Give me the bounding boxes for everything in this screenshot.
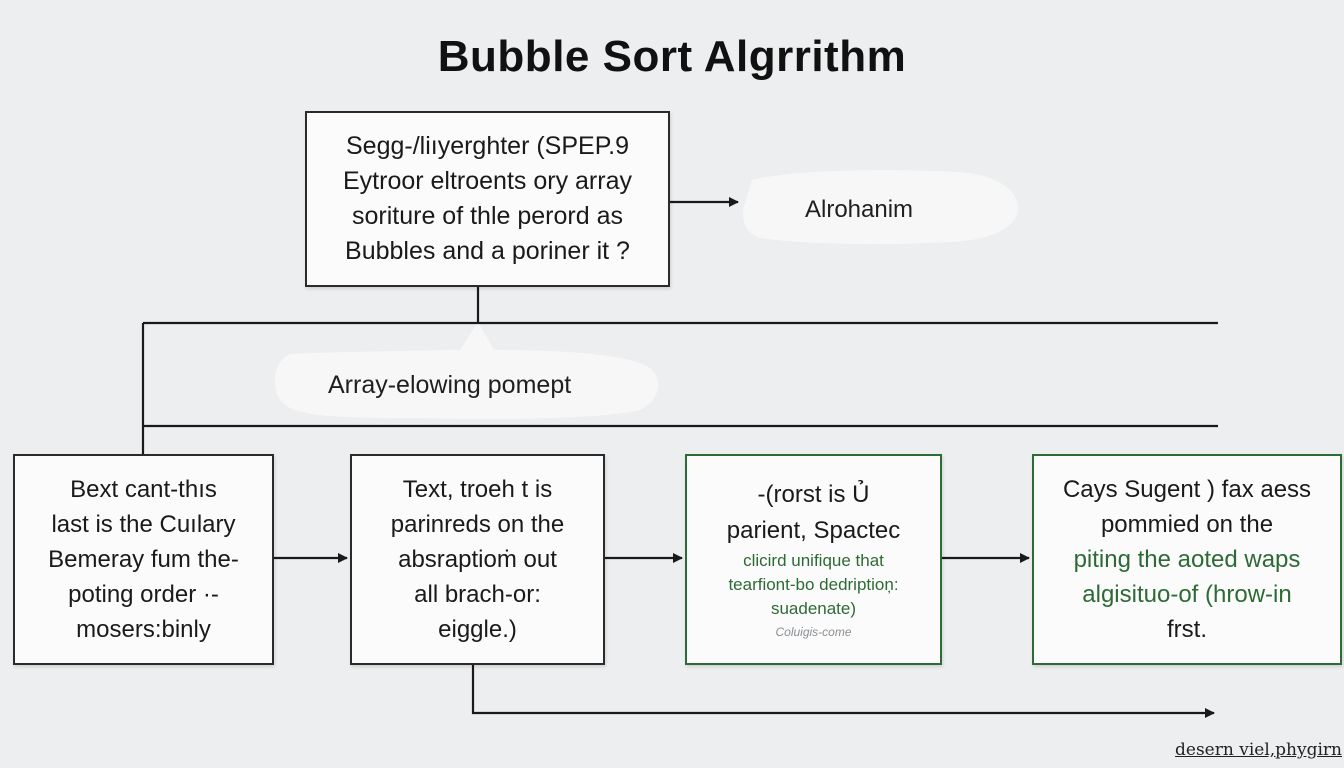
step-box-2-line: parinreds on the [390, 511, 565, 538]
step-box-4-line: frst. [1167, 616, 1207, 643]
step-box-3-note: suadenate) [770, 598, 857, 618]
cloud-shape-right [742, 170, 1018, 245]
step-box-4-line: Cays Sugent ) fax aess [1062, 476, 1312, 503]
step-box-3-note: tearfiont-bo dedriptioņ: [728, 574, 899, 594]
arrow-bottom-path [471, 665, 1215, 718]
step-box-3-line: parient, Spactec [726, 516, 901, 544]
step-box-1-line: Bemeray fum the- [48, 546, 239, 573]
step-box-3-line: -(rorst is Ủ [757, 480, 870, 508]
step-box-4-line: piting the aoted waps [1073, 546, 1301, 573]
cloud-middle-label: Array-elowing pomept [328, 371, 572, 399]
top-box-line: Bubbles and a poriner it ? [345, 237, 630, 265]
step-box-4: Cays Sugent ) fax aess pommied on the pi… [1032, 454, 1342, 665]
step-box-4-line: pommied on the [1100, 511, 1274, 538]
cloud-right-label: Alrohanim [805, 196, 914, 223]
step-box-2-line: absraptioṁ out [398, 546, 557, 573]
step-box-2-line: eiggle.) [438, 616, 517, 643]
step-box-1: Bext cant-thıs last is the Cuılary Bemer… [13, 454, 274, 665]
step-box-1-line: Bext cant-thıs [70, 476, 217, 503]
top-box-line: Eytroor eltroents ory array [343, 167, 632, 195]
cloud-shape-middle [274, 322, 659, 420]
step-box-2-line: Text, troeh t is [402, 476, 553, 503]
step-box-1-line: mosers:binly [76, 616, 211, 643]
step-box-1-line: last is the Cuılary [51, 511, 236, 538]
diagram-title: Bubble Sort Algrrithm [437, 32, 907, 81]
top-box-line: soriture of thle perord as [352, 202, 623, 230]
top-box-line: Segg-/liıyerghter (SPEP.9 [345, 132, 630, 160]
step-box-1-line: poting order ·- [68, 581, 219, 608]
step-box-3-credit: Coluigis-come [775, 624, 852, 639]
top-step-box: Segg-/liıyerghter (SPEP.9 Eytroor eltroe… [305, 111, 670, 287]
step-box-2-line: all brach-or: [414, 581, 541, 608]
watermark-text: desern viel,phygirn [1175, 740, 1342, 760]
step-box-3: -(rorst is Ủ parient, Spactec clicird un… [685, 454, 942, 665]
step-box-2: Text, troeh t is parinreds on the absrap… [350, 454, 605, 665]
step-box-3-note: clicird unifique that [743, 550, 884, 570]
step-box-4-line: algisituo-of (hrow-in [1082, 581, 1292, 608]
